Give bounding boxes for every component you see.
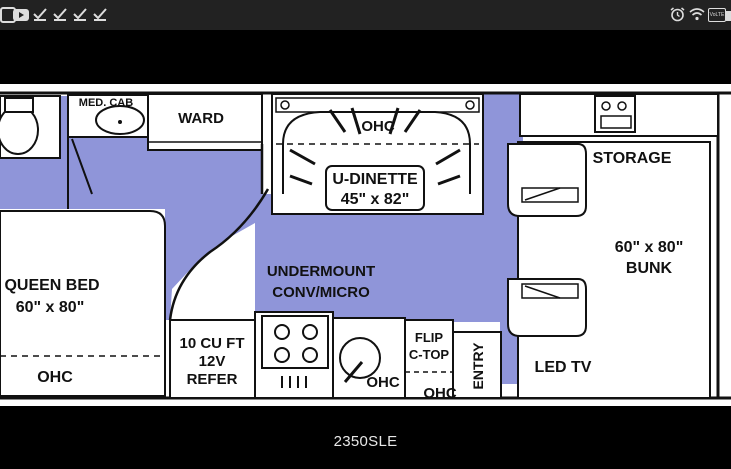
bunk-size-label: 60" x 80" <box>615 239 684 256</box>
c-top-label: C-TOP <box>409 347 450 362</box>
check-icon <box>53 8 67 21</box>
check-icon <box>73 8 87 21</box>
galley: 10 CU FT 12V REFER OHC FLIP C-TOP OHC E <box>169 311 502 402</box>
undermount-label: UNDERMOUNT <box>267 263 375 280</box>
refer-line-1: 10 CU FT <box>179 335 244 352</box>
status-bar: VoLTE <box>0 0 731 30</box>
living-area <box>0 94 523 384</box>
queen-bed-label: QUEEN BED <box>4 277 99 294</box>
led-tv-label: LED TV <box>535 359 592 376</box>
cab-area: STORAGE 60" x 80" BUNK LED TV <box>507 93 719 399</box>
queen-bed: QUEEN BED 60" x 80" OHC <box>0 210 166 397</box>
ohc-dinette-label: OHC <box>361 118 395 135</box>
volte-icon: VoLTE <box>708 8 726 22</box>
refer-line-2: 12V <box>199 353 226 370</box>
conv-micro-label: CONV/MICRO <box>272 284 370 301</box>
check-icon <box>33 8 47 21</box>
driver-seat <box>507 143 587 217</box>
alarm-clock-icon <box>670 7 685 22</box>
u-dinette-label: U-DINETTE <box>332 171 418 188</box>
floorplan: MED. CAB WARD QUEEN BED 60" x 80" OHC <box>0 84 731 406</box>
floorplan-model-caption: 2350SLE <box>333 433 398 450</box>
check-icon <box>93 8 107 21</box>
storage-label: STORAGE <box>593 150 672 167</box>
ohc-entry-label: OHC <box>423 385 457 402</box>
stove-icon <box>261 315 329 369</box>
bunk-label: BUNK <box>626 260 673 277</box>
floorplan-drawing: MED. CAB WARD QUEEN BED 60" x 80" OHC <box>0 91 731 402</box>
entry-label: ENTRY <box>470 342 486 390</box>
wifi-icon <box>689 8 705 21</box>
ohc-sink-label: OHC <box>366 374 400 391</box>
ohc-bed-label: OHC <box>37 369 73 386</box>
flip-label: FLIP <box>415 330 443 345</box>
signal-icon <box>726 11 731 21</box>
video-play-icon <box>13 9 29 21</box>
u-dinette: OHC U-DINETTE 45" x 82" <box>271 93 484 215</box>
bathroom: MED. CAB <box>0 94 149 209</box>
galley-sink-icon <box>339 337 381 379</box>
wardrobe: WARD <box>147 93 263 151</box>
ward-label: WARD <box>178 110 224 127</box>
refer-line-3: REFER <box>187 371 238 388</box>
toilet-icon <box>0 105 39 155</box>
med-cab-label: MED. CAB <box>79 97 133 109</box>
u-dinette-size-label: 45" x 82" <box>341 191 410 208</box>
queen-bed-size-label: 60" x 80" <box>16 299 85 316</box>
bedroom-curtain <box>168 188 270 321</box>
